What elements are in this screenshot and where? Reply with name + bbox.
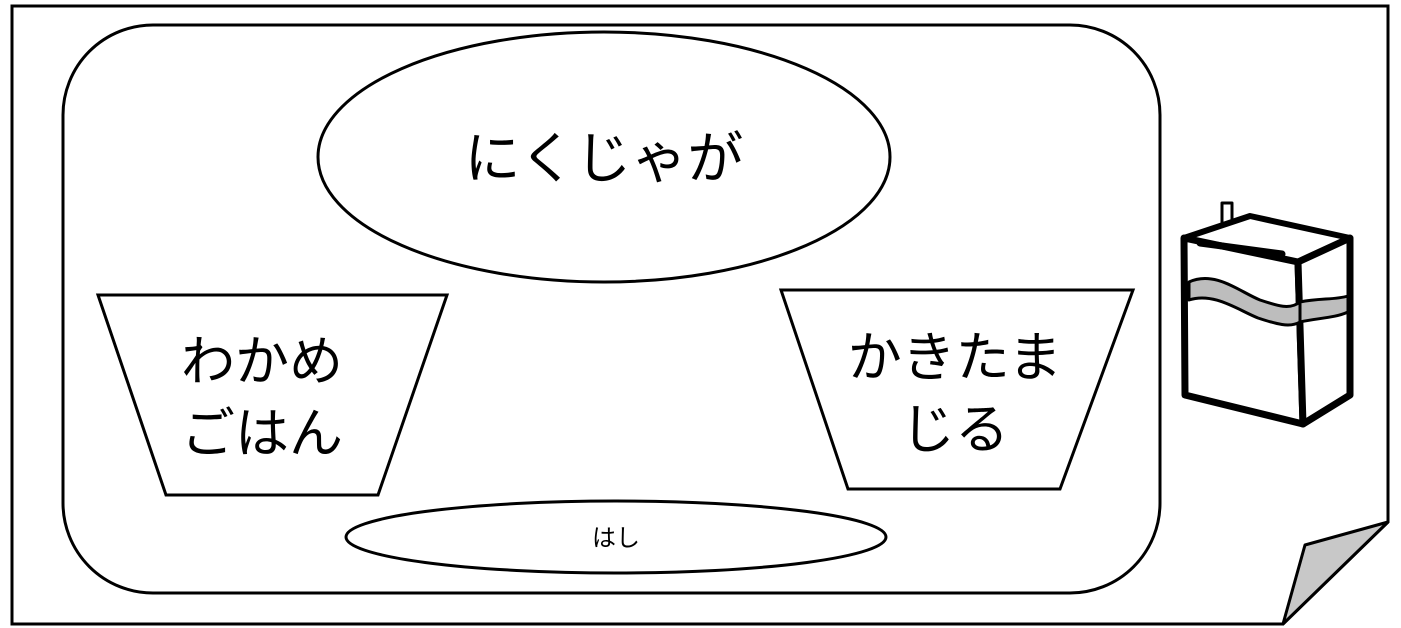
soup-bowl: かきたま じる — [778, 288, 1136, 491]
main-dish-label: にくじゃが — [465, 127, 744, 192]
rice-bowl-label-line-2: ごはん — [181, 402, 343, 465]
soup-bowl-label-line-2: じる — [901, 398, 1009, 461]
chopsticks-label: はし — [592, 524, 640, 552]
rice-bowl: わかめ ごはん — [95, 293, 450, 497]
rice-bowl-label-line-1: わかめ — [181, 330, 343, 393]
soup-bowl-label-line-1: かきたま — [848, 326, 1062, 389]
main-dish: にくじゃが — [316, 30, 892, 284]
chopsticks: はし — [344, 499, 888, 575]
page-fold-icon — [1281, 520, 1390, 626]
milk-carton-icon — [1180, 201, 1354, 428]
